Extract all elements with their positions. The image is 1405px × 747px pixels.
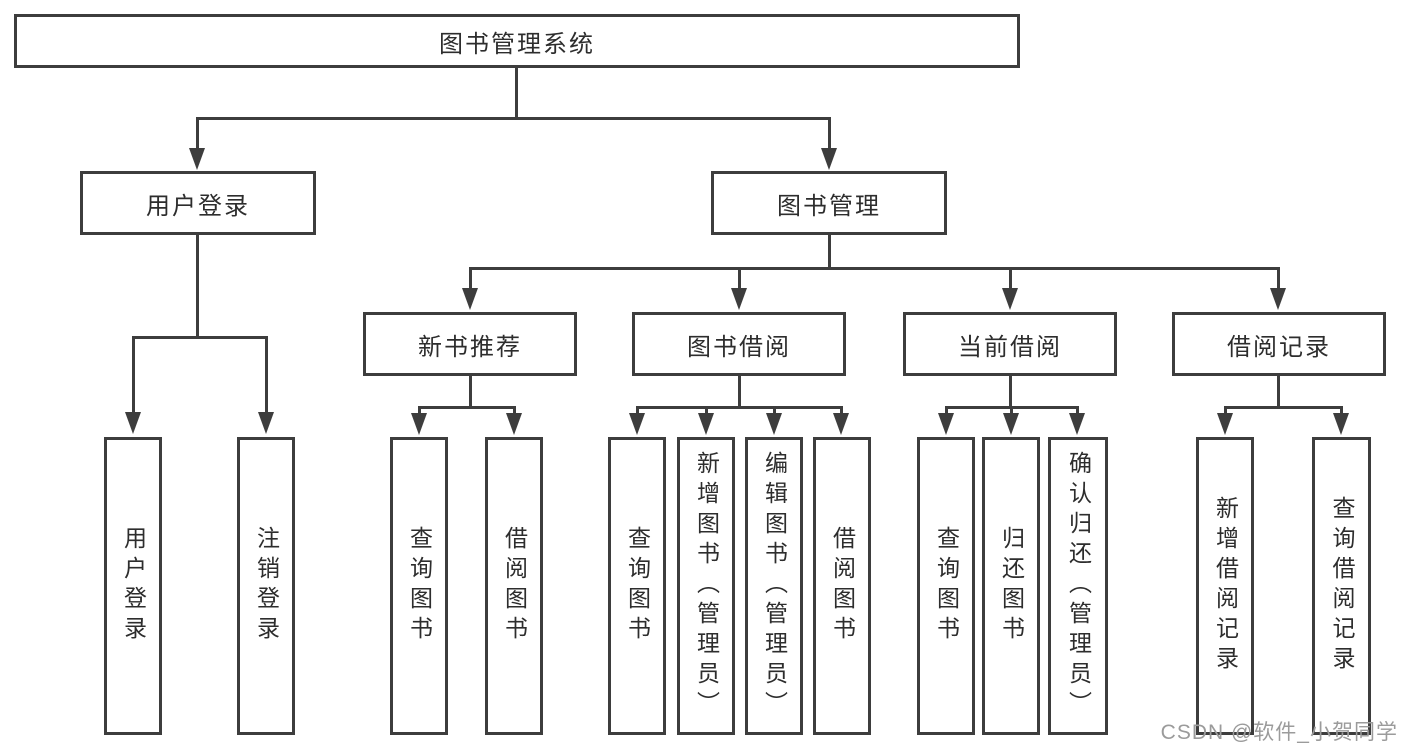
connector-line [469,376,472,407]
node-current-borrow: 当前借阅 [903,312,1117,376]
arrow-down [766,413,782,435]
connector-line [840,406,843,414]
leaf-borrow-borrow-book: 借阅图书 [813,437,871,735]
arrow-down [1069,413,1085,435]
node-label: 用户登录 [120,526,147,646]
arrow-down [1002,288,1018,310]
node-label: 借阅记录 [1227,333,1331,361]
arrow-down [1270,288,1286,310]
leaf-logout: 注销登录 [237,437,295,735]
connector-line [132,336,268,339]
leaf-current-confirm-return-admin: 确认归还（管理员） [1048,437,1108,735]
node-label: 查询图书 [624,526,651,646]
connector-line [828,235,831,268]
leaf-newbook-borrow-book: 借阅图书 [485,437,543,735]
connector-line [1009,376,1012,407]
leaf-borrow-edit-book-admin: 编辑图书（管理员） [745,437,803,735]
csdn-watermark: CSDN @软件_小贺同学 [1160,721,1398,744]
leaf-records-query-record: 查询借阅记录 [1312,437,1371,735]
node-user-login: 用户登录 [80,171,316,235]
node-label: 图书管理 [777,192,881,220]
leaf-user-login: 用户登录 [104,437,162,735]
arrow-down [1003,413,1019,435]
node-label: 查询图书 [406,526,433,646]
connector-line [636,406,639,414]
node-label: 注销登录 [253,526,280,646]
node-root-library-system: 图书管理系统 [14,14,1020,68]
connector-line [196,235,199,337]
arrow-down [731,288,747,310]
connector-line [945,406,948,414]
connector-line [515,68,518,118]
node-book-borrow: 图书借阅 [632,312,846,376]
node-new-book-recommend: 新书推荐 [363,312,577,376]
arrow-down [462,288,478,310]
node-label: 图书管理系统 [439,30,595,58]
node-label: 归还图书 [998,526,1025,646]
connector-line [1076,406,1079,414]
node-label: 查询借阅记录 [1329,496,1355,676]
arrow-down [938,413,954,435]
connector-line [1340,406,1343,414]
connector-line [738,267,741,289]
leaf-current-return-book: 归还图书 [982,437,1040,735]
connector-line [705,406,708,414]
connector-line [1009,267,1012,289]
arrow-down [1333,413,1349,435]
node-label: 查询图书 [933,526,960,646]
node-book-management: 图书管理 [711,171,947,235]
node-borrow-records: 借阅记录 [1172,312,1386,376]
arrow-down [698,413,714,435]
connector-line [1277,376,1280,407]
node-label: 当前借阅 [958,333,1062,361]
arrow-down [833,413,849,435]
arrow-down [258,412,274,434]
arrow-down [1217,413,1233,435]
arrow-down [629,413,645,435]
connector-line [773,406,776,414]
connector-line [265,336,268,412]
connector-line [1277,267,1280,289]
arrow-down [821,148,837,170]
leaf-borrow-add-book-admin: 新增图书（管理员） [677,437,735,735]
node-label: 借阅图书 [829,526,856,646]
arrow-down [411,413,427,435]
connector-line [469,267,472,289]
connector-line [418,406,515,409]
connector-line [418,406,421,414]
leaf-newbook-query-book: 查询图书 [390,437,448,735]
arrow-down [125,412,141,434]
connector-line [828,117,831,150]
connector-line [1010,406,1013,414]
connector-line [636,406,843,409]
connector-line [513,406,516,414]
node-label: 编辑图书（管理员） [761,451,788,721]
node-label: 借阅图书 [501,526,528,646]
connector-line [1224,406,1227,414]
arrow-down [506,413,522,435]
node-label: 新增借阅记录 [1212,496,1239,676]
leaf-records-add-record: 新增借阅记录 [1196,437,1254,735]
node-label: 图书借阅 [687,333,791,361]
leaf-borrow-query-book: 查询图书 [608,437,666,735]
node-label: 用户登录 [146,192,250,220]
connector-line [1224,406,1343,409]
node-label: 新书推荐 [418,333,522,361]
leaf-current-query-book: 查询图书 [917,437,975,735]
connector-line [196,117,199,150]
connector-line [469,267,1280,270]
connector-line [196,117,830,120]
arrow-down [189,148,205,170]
node-label: 确认归还（管理员） [1065,451,1092,721]
connector-line [132,336,135,412]
connector-line [738,376,741,407]
node-label: 新增图书（管理员） [693,451,720,721]
